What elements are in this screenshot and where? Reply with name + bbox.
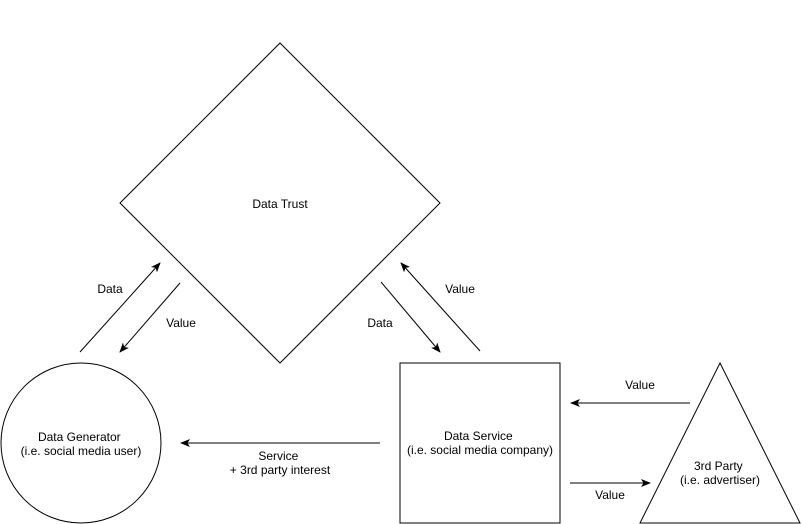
data-trust-node[interactable]: Data Trust [119, 42, 441, 364]
data-service-title: Data Service [444, 429, 513, 443]
data-generator-circle [0, 362, 162, 524]
edge-service-to-trust[interactable]: Value [400, 262, 481, 352]
third-party-triangle [639, 361, 801, 524]
edge-service-to-thirdparty[interactable]: Value [570, 479, 651, 502]
data-service-subtitle: (i.e. social media company) [407, 443, 553, 457]
data-service-node[interactable]: Data Service (i.e. social media company) [399, 362, 561, 524]
third-party-node[interactable]: 3rd Party (i.e. advertiser) [639, 361, 801, 524]
edge-trust-to-service[interactable]: Data [367, 281, 441, 353]
data-service-box [399, 362, 561, 524]
arrow-generator-to-trust [79, 262, 161, 353]
third-party-label: 3rd Party (i.e. advertiser) [680, 459, 760, 487]
data-generator-title: Data Generator [38, 430, 121, 444]
arrow-trust-to-service [380, 281, 441, 353]
data-generator-node[interactable]: Data Generator (i.e. social media user) [0, 362, 162, 524]
edge-trust-to-service-label: Data [367, 316, 393, 330]
data-generator-label: Data Generator (i.e. social media user) [21, 430, 142, 458]
edge-service-to-thirdparty-label: Value [595, 488, 625, 502]
edge-thirdparty-to-service-label: Value [625, 378, 655, 392]
edge-trust-to-generator[interactable]: Value [119, 282, 196, 353]
edge-trust-to-generator-label: Value [166, 316, 196, 330]
edge-service-to-generator[interactable]: Service + 3rd party interest [180, 439, 380, 477]
arrow-service-to-trust [400, 262, 481, 352]
edge-generator-to-trust-label: Data [97, 282, 123, 296]
third-party-subtitle: (i.e. advertiser) [680, 473, 760, 487]
edge-service-to-generator-line1: Service [258, 449, 298, 463]
edge-service-to-trust-label: Value [445, 282, 475, 296]
edge-service-to-generator-label: Service + 3rd party interest [230, 449, 331, 477]
edge-service-to-generator-line2: + 3rd party interest [230, 463, 331, 477]
data-generator-subtitle: (i.e. social media user) [21, 444, 142, 458]
arrow-trust-to-generator [119, 282, 181, 353]
data-service-label: Data Service (i.e. social media company) [407, 429, 553, 457]
data-trust-diamond [119, 42, 441, 364]
third-party-title: 3rd Party [694, 459, 743, 473]
data-trust-label: Data Trust [252, 197, 308, 211]
edge-thirdparty-to-service[interactable]: Value [570, 378, 690, 407]
edge-generator-to-trust[interactable]: Data [79, 262, 161, 353]
